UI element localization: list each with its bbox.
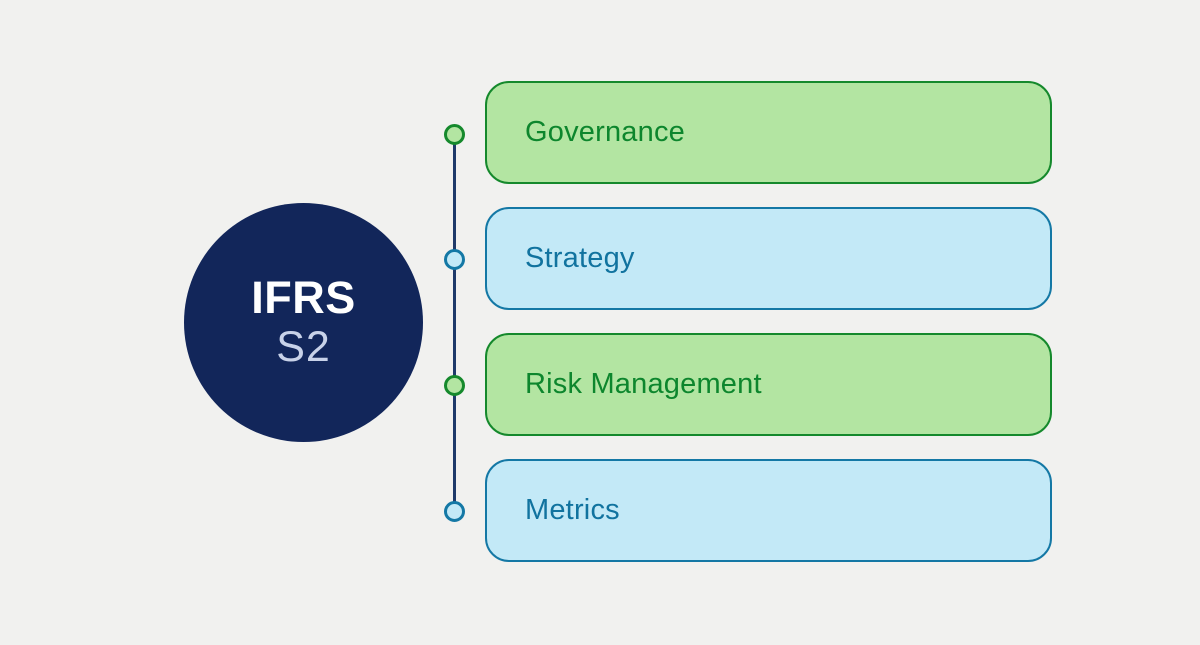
- hub-subtitle-s2: S2: [276, 322, 331, 371]
- item-label-governance: Governance: [525, 116, 685, 148]
- hub-title-ifrs: IFRS: [251, 272, 356, 324]
- timeline-node-metrics: [444, 501, 465, 522]
- item-label-strategy: Strategy: [525, 242, 635, 274]
- item-label-risk-management: Risk Management: [525, 368, 762, 400]
- item-label-metrics: Metrics: [525, 494, 620, 526]
- timeline-connector-line: [453, 134, 456, 511]
- item-box-metrics: Metrics: [485, 459, 1052, 562]
- timeline-node-strategy: [444, 249, 465, 270]
- item-box-governance: Governance: [485, 81, 1052, 184]
- hub-circle-ifrs-s2: IFRS S2: [184, 203, 423, 442]
- item-box-risk-management: Risk Management: [485, 333, 1052, 436]
- item-box-strategy: Strategy: [485, 207, 1052, 310]
- timeline-node-governance: [444, 124, 465, 145]
- timeline-node-risk-management: [444, 375, 465, 396]
